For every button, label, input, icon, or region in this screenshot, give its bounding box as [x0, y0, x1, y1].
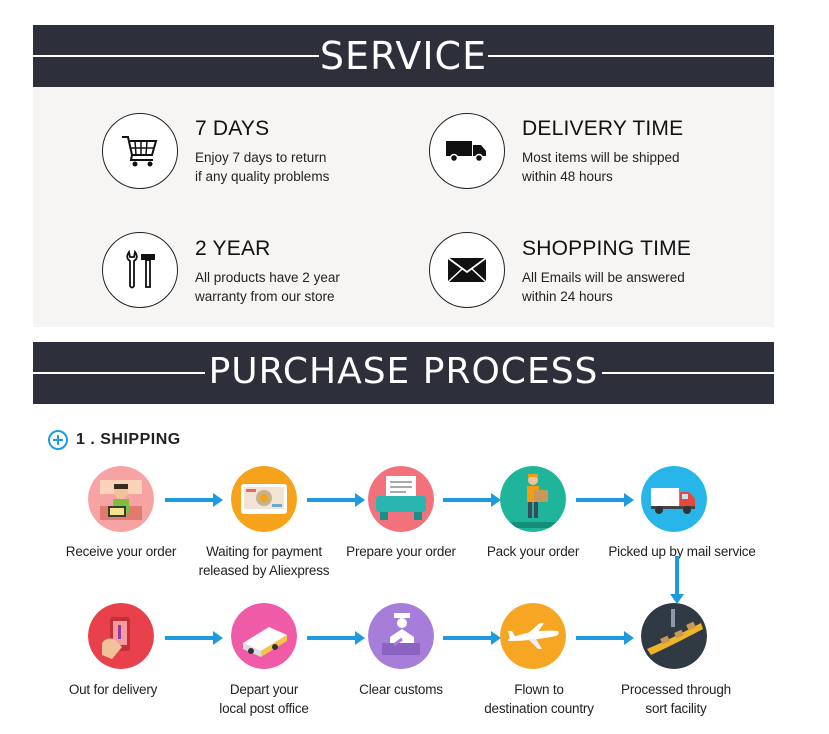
step-receive-order — [88, 466, 154, 532]
step-clear-customs — [368, 603, 434, 669]
service-item-title: SHOPPING TIME — [522, 237, 692, 260]
step-waiting-payment — [231, 466, 297, 532]
step-out-for-delivery — [88, 603, 154, 669]
step-label: Prepare your order — [346, 544, 456, 559]
arrow-down-icon — [670, 556, 684, 604]
step-label: Depart your local post office — [219, 682, 309, 716]
banner-line-right — [602, 372, 774, 374]
step-label: Processed through sort facility — [621, 682, 731, 716]
arrow-right-icon — [576, 493, 634, 507]
step-depart-post-office — [231, 603, 297, 669]
conveyor-belt-icon — [641, 603, 707, 669]
service-icon-circle-3 — [102, 232, 178, 308]
service-item-title: DELIVERY TIME — [522, 117, 684, 140]
step-flown-to-destination — [500, 603, 566, 669]
service-item-desc: Enjoy 7 days to return if any quality pr… — [195, 150, 330, 184]
service-banner: SERVICE — [33, 25, 774, 87]
step-label: Flown to destination country — [484, 682, 594, 716]
service-title: SERVICE — [319, 34, 488, 78]
service-icon-circle-1 — [102, 113, 178, 189]
banner-line-left — [33, 55, 319, 57]
service-item-desc: Most items will be shipped within 48 hou… — [522, 150, 680, 184]
service-item-title: 7 DAYS — [195, 117, 270, 140]
step-label: Receive your order — [65, 544, 177, 559]
shipping-heading: 1 . SHIPPING — [48, 428, 181, 452]
arrow-right-icon — [576, 631, 634, 645]
banner-line-right — [488, 55, 774, 57]
step-label: Picked up by mail service — [608, 544, 756, 559]
step-label: Clear customs — [359, 682, 443, 697]
step-label: Out for delivery — [68, 682, 158, 697]
step-pack-order — [500, 466, 566, 532]
service-icon-circle-2 — [429, 113, 505, 189]
arrow-right-icon — [165, 631, 223, 645]
delivery-van-icon — [231, 603, 297, 669]
arrow-right-icon — [307, 493, 365, 507]
banner-line-left — [33, 372, 205, 374]
service-item-desc: All products have 2 year warranty from o… — [195, 270, 340, 304]
purchase-banner: PURCHASE PROCESS — [33, 342, 774, 404]
arrow-right-icon — [165, 493, 223, 507]
arrow-right-icon — [443, 631, 501, 645]
tools-icon — [126, 250, 155, 289]
airplane-icon — [500, 603, 566, 669]
purchase-title: PURCHASE PROCESS — [208, 351, 599, 392]
worker-box-icon — [500, 466, 566, 532]
envelope-icon — [447, 257, 487, 283]
step-picked-up — [641, 466, 707, 532]
arrow-right-icon — [307, 631, 365, 645]
customs-officer-icon — [368, 603, 434, 669]
service-icon-circle-4 — [429, 232, 505, 308]
step-label: Pack your order — [486, 544, 580, 559]
delivery-truck-icon — [446, 141, 486, 163]
customer-computer-icon — [88, 466, 154, 532]
printer-icon — [368, 466, 434, 532]
phone-hand-icon — [88, 603, 154, 669]
shopping-cart-icon — [122, 136, 158, 167]
service-item-desc: All Emails will be answered within 24 ho… — [522, 270, 685, 304]
step-sort-facility — [641, 603, 707, 669]
arrow-right-icon — [443, 493, 501, 507]
step-label: Waiting for payment released by Aliexpre… — [198, 544, 330, 578]
step-prepare-order — [368, 466, 434, 532]
mail-truck-icon — [641, 466, 707, 532]
service-item-title: 2 YEAR — [195, 237, 271, 260]
payment-screen-icon — [231, 466, 297, 532]
plus-circle-icon — [48, 430, 68, 450]
shipping-heading-text: 1 . SHIPPING — [76, 431, 181, 448]
